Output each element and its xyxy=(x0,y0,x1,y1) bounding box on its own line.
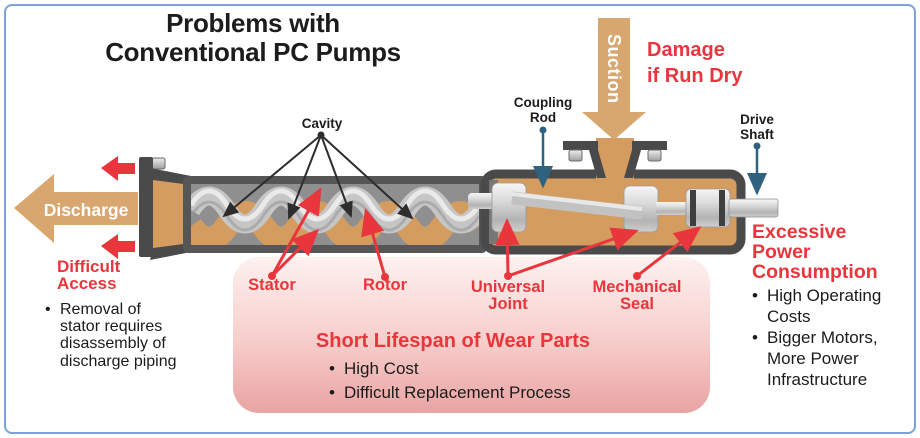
discharge-flow-red-arrows xyxy=(101,156,135,259)
suction-arrow-label: Suction xyxy=(604,34,624,104)
title-line-1: Problems with xyxy=(166,8,340,38)
mechanical-seal-label: Mechanical Seal xyxy=(592,278,682,313)
page-title: Problems with Conventional PC Pumps xyxy=(33,9,473,67)
damage-if-run-dry-warning: Damage if Run Dry xyxy=(647,39,743,87)
discharge-arrow-label: Discharge xyxy=(44,200,129,220)
universal-joint-right xyxy=(623,185,659,233)
difficult-access-heading: Difficult Access xyxy=(57,257,121,293)
stator-label: Stator xyxy=(248,276,296,294)
inlet-bolt-left xyxy=(568,149,583,162)
title-line-2: Conventional PC Pumps xyxy=(105,37,401,67)
drive-shaft xyxy=(728,198,779,218)
discharge-flange xyxy=(139,157,191,260)
drive-shaft-callout xyxy=(747,142,767,196)
flange-bolt-top xyxy=(151,157,166,170)
bullet-item: High Cost xyxy=(329,357,659,381)
excessive-power-heading: Excessive Power Consumption xyxy=(752,221,878,283)
stator-elastomer xyxy=(191,184,479,245)
cavity-fluid-wave xyxy=(191,201,479,245)
flange-bolt-bottom xyxy=(151,244,166,257)
short-lifespan-heading: Short Lifespan of Wear Parts xyxy=(315,330,591,352)
mechanical-seal xyxy=(685,188,731,228)
discharge-arrow: Discharge xyxy=(14,174,138,243)
coupling-rod-callout xyxy=(533,126,553,189)
universal-joint-left xyxy=(491,182,527,233)
coupling-rod xyxy=(511,191,643,220)
universal-joint-label: Universal Joint xyxy=(470,278,546,313)
bullet-item: Removal of stator requires disassembly o… xyxy=(45,301,177,370)
stator-tube xyxy=(183,176,487,253)
bullet-item: Bigger Motors, More Power Infrastructure xyxy=(752,327,884,390)
drive-shaft-label: Drive Shaft xyxy=(740,112,774,142)
rotor-wave xyxy=(191,186,479,234)
suction-arrow: Suction xyxy=(582,18,646,140)
bullet-item: High Operating Costs xyxy=(752,285,884,327)
bullet-item: Difficult Replacement Process xyxy=(329,381,659,405)
cavity-label: Cavity xyxy=(301,116,343,131)
cavity-callout xyxy=(222,131,414,220)
suction-chamber xyxy=(468,138,779,255)
excessive-power-bullets: High Operating Costs Bigger Motors, More… xyxy=(752,285,884,390)
suction-inlet xyxy=(596,138,634,184)
short-lifespan-bullets: High Cost Difficult Replacement Process xyxy=(329,357,659,404)
inlet-bolt-right xyxy=(647,149,662,162)
rotor-label: Rotor xyxy=(363,276,407,294)
coupling-rod-label: Coupling Rod xyxy=(513,95,573,125)
difficult-access-bullets: Removal of stator requires disassembly o… xyxy=(45,301,177,370)
